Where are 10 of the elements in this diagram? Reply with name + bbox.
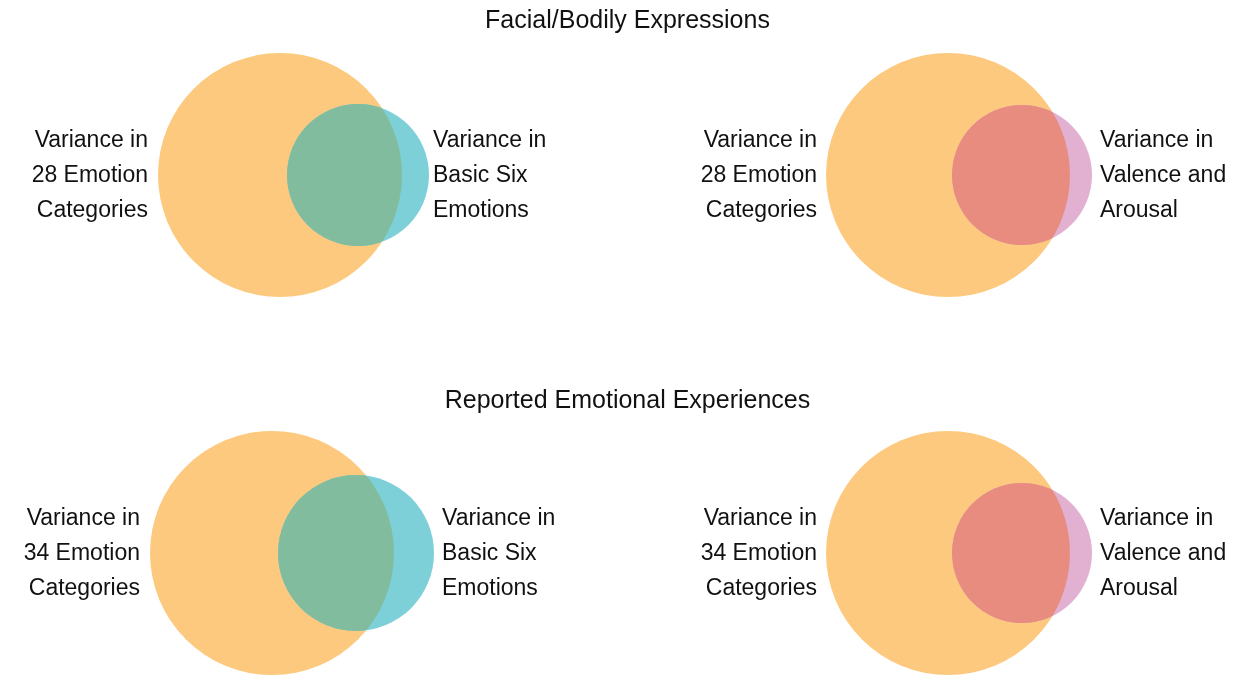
circle-label: Variance in Basic Six Emotions xyxy=(442,503,557,602)
circle-label: Variance in Valence and Arousal xyxy=(1100,503,1228,602)
circle-label: Variance in 28 Emotion Categories xyxy=(30,125,148,224)
circle-label: Variance in 28 Emotion Categories xyxy=(699,125,817,224)
circle-label: Variance in 34 Emotion Categories xyxy=(22,503,140,602)
section-heading: Reported Emotional Experiences xyxy=(444,385,811,414)
section-heading: Facial/Bodily Expressions xyxy=(485,5,770,34)
circle-label: Variance in Valence and Arousal xyxy=(1100,125,1228,224)
circle-label: Variance in Basic Six Emotions xyxy=(433,125,548,224)
circle-label: Variance in 34 Emotion Categories xyxy=(699,503,817,602)
